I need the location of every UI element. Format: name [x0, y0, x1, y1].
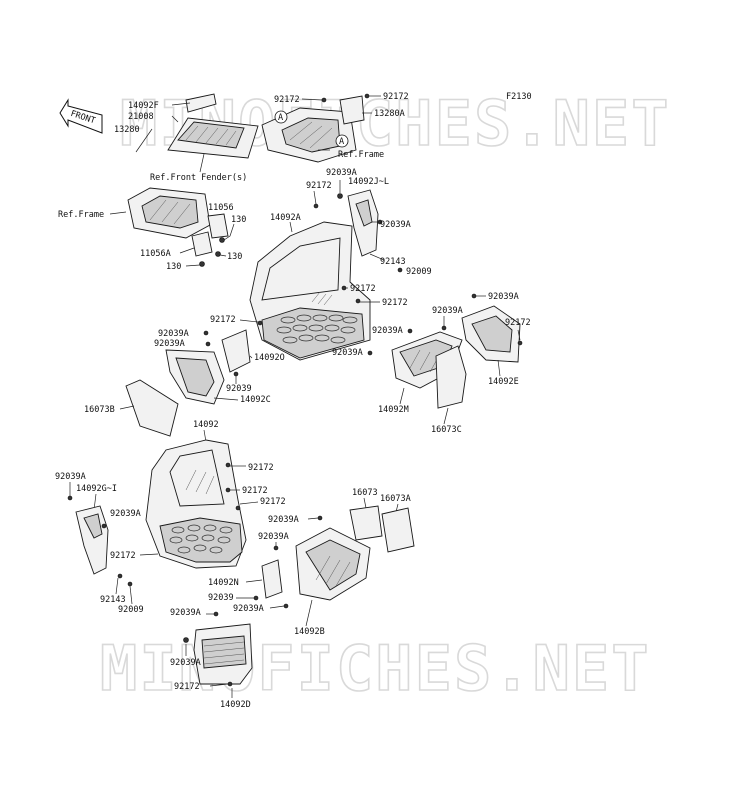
label-92143-l: 92143 [100, 595, 126, 605]
label-92172-top3: 92172 [306, 181, 332, 191]
label-92172-b2: 92172 [242, 486, 268, 496]
side-cover-14092E [461, 305, 521, 363]
label-92172-mid1: 92172 [350, 284, 376, 294]
ref-frame-left: Ref.Frame [58, 210, 104, 220]
label-14092O: 14092O [254, 353, 285, 363]
label-92009-l: 92009 [118, 605, 144, 615]
side-guard-14092GI [75, 505, 109, 575]
label-92009-right: 92009 [406, 267, 432, 277]
mud-flap-16073C [435, 345, 467, 409]
label-92143-right: 92143 [380, 257, 406, 267]
bracket-11056 [207, 213, 229, 239]
label-92039A-top: 92039A [326, 168, 357, 178]
floor-board-14092 [145, 439, 247, 569]
label-92172-e: 92172 [505, 318, 531, 328]
label-92039-c: 92039 [226, 384, 252, 394]
label-92172-b1: 92172 [248, 463, 274, 473]
side-guard-14092JL [347, 189, 379, 257]
mud-flap-16073 [349, 505, 383, 541]
label-13280A: 13280A [374, 109, 405, 119]
label-130-c: 130 [166, 262, 181, 272]
label-92039A-b2: 92039A [258, 532, 289, 542]
label-21008: 21008 [128, 112, 154, 122]
floor-board-14092A [249, 221, 371, 361]
label-14092G-I: 14092G~I [76, 484, 117, 494]
bracket-14092N [261, 559, 283, 599]
label-92039A-c1: 92039A [158, 329, 189, 339]
label-14092F: 14092F [128, 101, 159, 111]
ref-front-fender: Ref.Front Fender(s) [150, 173, 247, 183]
bracket-11056A [191, 231, 213, 257]
label-11056A: 11056A [140, 249, 171, 259]
label-92172-top1: 92172 [274, 95, 300, 105]
label-11056: 11056 [208, 203, 234, 213]
label-92039A-right: 92039A [380, 220, 411, 230]
label-130-b: 130 [227, 252, 242, 262]
label-130-a: 130 [231, 215, 246, 225]
label-92039A-e4: 92039A [332, 348, 363, 358]
figure-code: F2130 [506, 92, 532, 102]
label-92172-mid2: 92172 [382, 298, 408, 308]
label-92172-b3: 92172 [260, 497, 286, 507]
side-panel-14092B [295, 527, 371, 601]
label-14092: 14092 [193, 420, 219, 430]
label-14092N: 14092N [208, 578, 239, 588]
label-92039A-b3: 92039A [170, 608, 201, 618]
label-92039A-l1: 92039A [55, 472, 86, 482]
label-92039A-e3: 92039A [372, 326, 403, 336]
label-16073: 16073 [352, 488, 378, 498]
label-16073B: 16073B [84, 405, 115, 415]
bracket-14092O [221, 329, 251, 373]
label-92039A-c2: 92039A [154, 339, 185, 349]
side-panel-14092C [165, 349, 225, 405]
ref-frame-top: Ref.Frame [338, 150, 384, 160]
svg-text:A: A [339, 137, 344, 147]
label-13280: 13280 [114, 125, 140, 135]
label-14092D: 14092D [220, 700, 251, 710]
label-14092E: 14092E [488, 377, 519, 387]
label-14092C: 14092C [240, 395, 271, 405]
label-92039-b: 92039 [208, 593, 234, 603]
svg-text:A: A [278, 113, 283, 123]
label-16073A: 16073A [380, 494, 411, 504]
label-14092M: 14092M [378, 405, 409, 415]
label-92039A-b4: 92039A [233, 604, 264, 614]
mud-flap-16073B [125, 379, 179, 437]
fender-bracket-assembly [167, 93, 259, 159]
label-92039A-e2: 92039A [432, 306, 463, 316]
mud-flap-16073A [381, 507, 415, 553]
callout-a-right: A [335, 134, 349, 148]
label-92172-d: 92172 [174, 682, 200, 692]
frame-bracket-left [127, 187, 211, 239]
label-14092A: 14092A [270, 213, 301, 223]
label-92172-l: 92172 [110, 551, 136, 561]
label-14092J-L: 14092J~L [348, 177, 389, 187]
label-92172-top2: 92172 [383, 92, 409, 102]
watermark-bottom: MINOFICHES.NET [100, 632, 651, 705]
label-92172-c: 92172 [210, 315, 236, 325]
label-92039A-d: 92039A [170, 658, 201, 668]
skid-plate-14092D [193, 623, 253, 685]
label-16073C: 16073C [431, 425, 462, 435]
label-92039A-e1: 92039A [488, 292, 519, 302]
front-arrow-icon: FRONT [59, 98, 103, 134]
label-92039A-b1: 92039A [268, 515, 299, 525]
label-14092B: 14092B [294, 627, 325, 637]
label-92039A-l2: 92039A [110, 509, 141, 519]
callout-a-left: A [274, 110, 288, 124]
